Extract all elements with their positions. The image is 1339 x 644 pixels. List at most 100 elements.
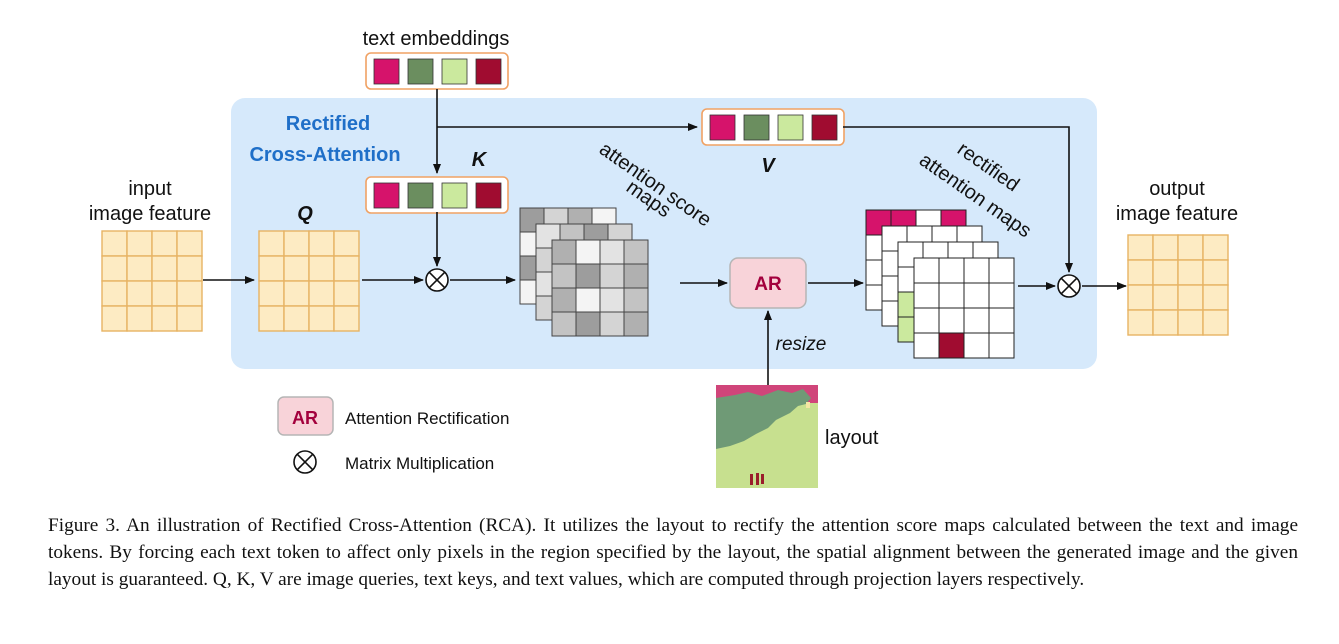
- rectified-cell: [913, 332, 940, 359]
- input-label-line1: input: [128, 178, 172, 200]
- score-cell: [575, 287, 601, 313]
- k-label: K: [472, 149, 488, 171]
- score-cell: [623, 263, 649, 289]
- score-cell: [599, 287, 625, 313]
- output-feature-grid: [1127, 234, 1229, 336]
- grid-cell: [126, 230, 153, 257]
- score-cell: [623, 287, 649, 313]
- rectified-cell: [913, 307, 940, 334]
- score-cell: [575, 239, 601, 265]
- grid-cell: [1152, 309, 1179, 336]
- grid-cell: [333, 305, 360, 332]
- layout-label: layout: [825, 427, 879, 449]
- grid-cell: [308, 305, 335, 332]
- input-feature-grid: [101, 230, 203, 332]
- legend: AR Attention Rectification Matrix Multip…: [277, 396, 509, 474]
- grid-cell: [258, 230, 285, 257]
- resize-label: resize: [776, 334, 827, 355]
- score-cell: [623, 239, 649, 265]
- grid-cell: [1127, 259, 1154, 286]
- legend-mm-text: Matrix Multiplication: [345, 454, 494, 473]
- score-cell: [551, 239, 577, 265]
- input-label-line2: image feature: [89, 203, 211, 225]
- output-label-line1: output: [1149, 178, 1205, 200]
- rectified-cell: [963, 282, 990, 309]
- score-cell: [551, 263, 577, 289]
- rectified-cell: [988, 332, 1015, 359]
- token-square: [407, 58, 434, 85]
- grid-cell: [258, 280, 285, 307]
- grid-cell: [151, 255, 178, 282]
- score-cell: [599, 263, 625, 289]
- grid-cell: [1152, 259, 1179, 286]
- grid-cell: [1127, 309, 1154, 336]
- score-cell: [551, 287, 577, 313]
- grid-cell: [1202, 259, 1229, 286]
- grid-cell: [1127, 284, 1154, 311]
- grid-cell: [333, 280, 360, 307]
- grid-cell: [283, 305, 310, 332]
- grid-cell: [1202, 284, 1229, 311]
- matmul-symbol-2: [1057, 274, 1081, 298]
- rectified-cell: [938, 282, 965, 309]
- attention-score-maps: [519, 207, 649, 337]
- token-square: [475, 182, 502, 209]
- grid-cell: [1177, 309, 1204, 336]
- token-square: [743, 114, 770, 141]
- ar-box: [729, 257, 807, 309]
- rectified-cell: [988, 257, 1015, 284]
- v-label: V: [761, 155, 776, 177]
- grid-cell: [333, 255, 360, 282]
- grid-cell: [1177, 259, 1204, 286]
- output-label-line2: image feature: [1116, 203, 1238, 225]
- token-square: [811, 114, 838, 141]
- token-square: [441, 58, 468, 85]
- grid-cell: [1127, 234, 1154, 261]
- score-cell: [575, 263, 601, 289]
- rca-diagram: Rectified Cross-Attention text embedding…: [89, 28, 1238, 488]
- rectified-cell: [938, 257, 965, 284]
- grid-cell: [1152, 234, 1179, 261]
- grid-cell: [283, 255, 310, 282]
- token-square: [373, 58, 400, 85]
- token-square: [407, 182, 434, 209]
- rectified-attention-maps: [865, 209, 1015, 359]
- grid-cell: [151, 230, 178, 257]
- token-square: [441, 182, 468, 209]
- text-embeddings-tokens: [365, 52, 509, 90]
- grid-cell: [126, 305, 153, 332]
- legend-ar-symbol: AR: [292, 408, 318, 428]
- figure-caption: Figure 3. An illustration of Rectified C…: [48, 515, 1298, 590]
- ar-box-label: AR: [754, 274, 782, 295]
- score-cell: [599, 311, 625, 337]
- token-square: [709, 114, 736, 141]
- grid-cell: [176, 280, 203, 307]
- grid-cell: [308, 230, 335, 257]
- connector-arrows: [203, 89, 1127, 385]
- token-square: [475, 58, 502, 85]
- legend-matmul-icon: [293, 450, 317, 474]
- rectified-cell: [938, 307, 965, 334]
- grid-cell: [151, 280, 178, 307]
- score-cell: [551, 311, 577, 337]
- rectified-cell: [988, 282, 1015, 309]
- grid-cell: [176, 255, 203, 282]
- grid-cell: [101, 230, 128, 257]
- grid-cell: [1202, 309, 1229, 336]
- module-title-line1: Rectified: [286, 113, 370, 135]
- layout-image: [716, 385, 818, 488]
- rectified-cell: [963, 307, 990, 334]
- rectified-cell: [913, 257, 940, 284]
- legend-ar-text: Attention Rectification: [345, 409, 509, 428]
- grid-cell: [308, 280, 335, 307]
- grid-cell: [283, 280, 310, 307]
- key-tokens: [365, 176, 509, 214]
- grid-cell: [1202, 234, 1229, 261]
- grid-cell: [283, 230, 310, 257]
- grid-cell: [126, 280, 153, 307]
- grid-cell: [258, 305, 285, 332]
- grid-cell: [258, 255, 285, 282]
- grid-cell: [101, 255, 128, 282]
- rectified-cell: [963, 257, 990, 284]
